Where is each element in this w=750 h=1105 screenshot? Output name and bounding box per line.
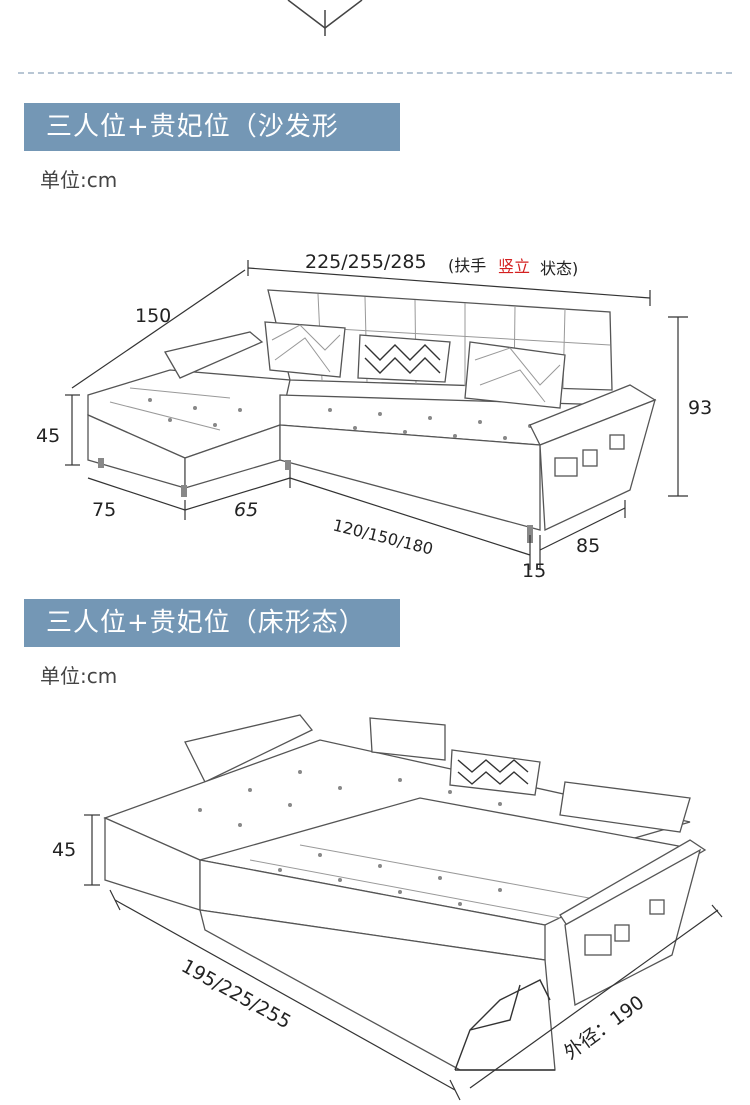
dim-gap: 65: [234, 499, 258, 521]
sofa-seat: [279, 394, 615, 543]
pillow-chevron: [357, 334, 451, 383]
dashed-divider: [18, 72, 732, 74]
section-title-bed: 三人位+贵妃位（床形态）: [24, 599, 400, 647]
bed-headrest-left: [184, 714, 314, 783]
pillow-left: [264, 321, 346, 378]
bed-armrest: [559, 839, 707, 1007]
bed-frame-mechanism: [454, 979, 555, 1071]
dim-depth-chaise: 150: [135, 305, 171, 327]
chaise-section: [87, 369, 291, 497]
dim-bed-outer-width: 外径：190: [560, 991, 648, 1064]
pillow-right: [464, 341, 566, 409]
dim-width-note-suffix: 状态): [540, 259, 578, 278]
chaise-armrest: [164, 331, 264, 379]
dim-bed-height: 45: [52, 839, 76, 861]
dim-leg: 15: [522, 560, 546, 582]
dim-seat-height: 45: [36, 425, 60, 447]
dim-height: 93: [688, 397, 712, 419]
unit-label-bed: 单位:cm: [40, 664, 118, 688]
right-armrest: [529, 384, 657, 531]
dim-seat-length: 120/150/180: [331, 515, 435, 558]
dim-width: 225/255/285: [305, 251, 427, 273]
bed-dimension-drawing: 45 195/225/255 外径：190: [52, 714, 723, 1101]
dim-width-note-prefix: (扶手: [448, 256, 486, 275]
bed-pillow-1: [369, 717, 446, 761]
dim-arm-depth: 85: [576, 535, 600, 557]
bed-pillow-3: [559, 781, 691, 833]
dim-chaise-width: 75: [92, 499, 116, 521]
section-title-sofa: 三人位+贵妃位（沙发形态）: [24, 103, 400, 190]
dim-width-note-red: 竖立: [498, 257, 530, 276]
top-chevron-icon: [287, 0, 363, 36]
unit-label-sofa: 单位:cm: [40, 168, 118, 192]
bed-front-mattress: [199, 797, 703, 1071]
sofa-dimension-drawing: 225/255/285 (扶手 竖立 状态) 150 45 93 75 65 1…: [36, 251, 712, 582]
bed-pillow-chevron: [449, 749, 541, 796]
